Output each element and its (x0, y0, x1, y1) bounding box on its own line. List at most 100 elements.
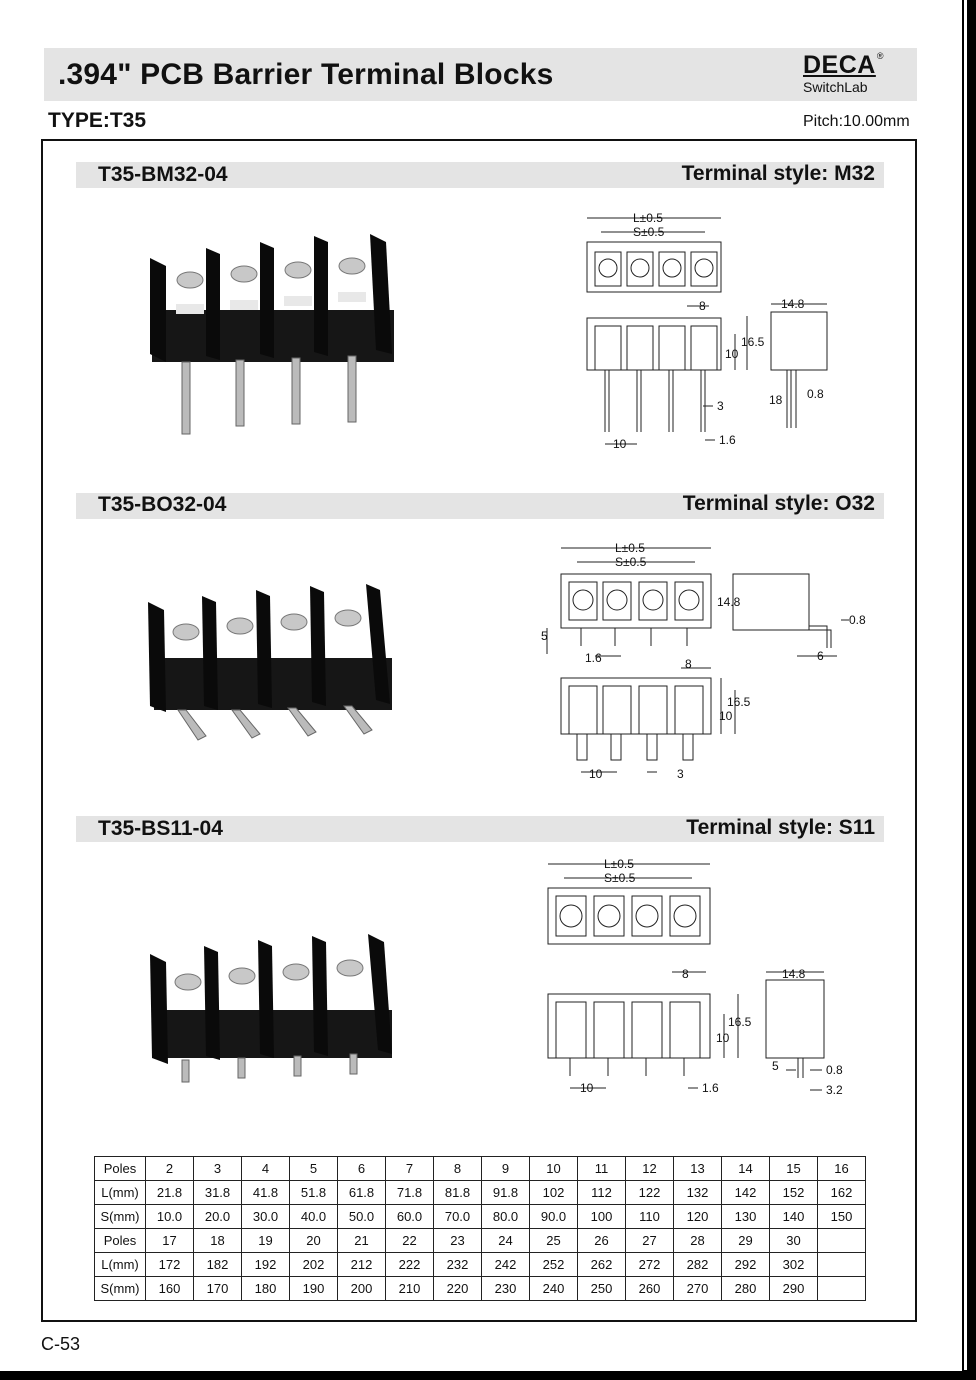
page-title: .394" PCB Barrier Terminal Blocks (58, 58, 554, 91)
dim-body: 10 (719, 709, 733, 723)
table-cell: 30.0 (241, 1204, 290, 1229)
dim-pin-width: 0.8 (807, 387, 824, 401)
table-cell: 160 (145, 1276, 194, 1301)
dim-pin-length: 5 (772, 1059, 779, 1073)
type-label: TYPE:T35 (48, 109, 147, 132)
table-cell: 290 (769, 1276, 818, 1301)
dim-pin-thickness: 3 (717, 399, 724, 413)
table-cell: 51.8 (289, 1180, 338, 1205)
table-cell: 190 (289, 1276, 338, 1301)
table-cell: 23 (433, 1228, 482, 1253)
table-cell: 180 (241, 1276, 290, 1301)
terminal-block-render (148, 584, 392, 741)
table-cell: 31.8 (193, 1180, 242, 1205)
table-cell: 19 (241, 1228, 290, 1253)
table-cell: 252 (529, 1252, 578, 1277)
table-cell: 30 (769, 1228, 818, 1253)
table-row-header: L(mm) (94, 1252, 146, 1277)
dim-depth: 14.8 (781, 297, 805, 311)
table-cell: 230 (481, 1276, 530, 1301)
table-cell: 222 (385, 1252, 434, 1277)
table-cell: 20.0 (193, 1204, 242, 1229)
table-cell: 302 (769, 1252, 818, 1277)
section-style-bo32: Terminal style: O32 (682, 492, 875, 515)
dim-pin-width: 0.8 (826, 1063, 843, 1077)
section-header-bo32 (76, 493, 884, 519)
table-cell: 242 (481, 1252, 530, 1277)
table-cell: 130 (721, 1204, 770, 1229)
brand-logo: DECA® SwitchLab (803, 51, 883, 95)
table-cell: 40.0 (289, 1204, 338, 1229)
table-cell: 27 (625, 1228, 674, 1253)
table-cell: 6 (337, 1156, 386, 1181)
table-cell: 202 (289, 1252, 338, 1277)
table-cell: 15 (769, 1156, 818, 1181)
table-cell: 61.8 (337, 1180, 386, 1205)
table-row-header: Poles (94, 1228, 146, 1253)
dim-height: 16.5 (741, 335, 765, 349)
terminal-block-render (150, 934, 392, 1083)
table-row-header: S(mm) (94, 1276, 146, 1301)
table-cell: 10 (529, 1156, 578, 1181)
content-frame (41, 139, 917, 1322)
table-cell: 11 (577, 1156, 626, 1181)
table-cell: 18 (193, 1228, 242, 1253)
dimension-drawing-bo32: L±0.5 S±0.5 14.8 0.8 6 5 1.6 8 16.5 10 1… (541, 541, 866, 781)
table-cell: 10.0 (145, 1204, 194, 1229)
dim-pin-thickness: 3 (677, 767, 684, 781)
section-style-bs11: Terminal style: S11 (686, 816, 875, 839)
table-cell (817, 1276, 866, 1301)
table-row-header: S(mm) (94, 1204, 146, 1229)
table-cell: 262 (577, 1252, 626, 1277)
dim-L: L±0.5 (604, 857, 634, 871)
page-number: C-53 (41, 1334, 81, 1354)
dim-S: S±0.5 (604, 871, 636, 885)
table-cell: 21 (337, 1228, 386, 1253)
table-cell: 28 (673, 1228, 722, 1253)
table-cell: 14 (721, 1156, 770, 1181)
pitch-label: Pitch:10.00mm (803, 113, 910, 130)
table-cell: 142 (721, 1180, 770, 1205)
table-cell: 260 (625, 1276, 674, 1301)
dim-pin-diameter: 1.6 (702, 1081, 719, 1095)
table-cell: 22 (385, 1228, 434, 1253)
table-cell: 162 (817, 1180, 866, 1205)
dim-L: L±0.5 (633, 211, 663, 225)
table-cell: 50.0 (337, 1204, 386, 1229)
table-cell: 71.8 (385, 1180, 434, 1205)
table-row-header: Poles (94, 1156, 146, 1181)
table-cell: 9 (481, 1156, 530, 1181)
table-cell: 24 (481, 1228, 530, 1253)
table-cell: 21.8 (145, 1180, 194, 1205)
title-band (44, 48, 917, 101)
table-cell: 16 (817, 1156, 866, 1181)
table-cell (817, 1228, 866, 1253)
dim-pitch: 8 (682, 967, 689, 981)
table-cell: 102 (529, 1180, 578, 1205)
table-cell: 172 (145, 1252, 194, 1277)
dim-body: 10 (725, 347, 739, 361)
table-cell: 81.8 (433, 1180, 482, 1205)
section-model-bs11: T35-BS11-04 (98, 817, 223, 840)
table-cell: 25 (529, 1228, 578, 1253)
section-model-bo32: T35-BO32-04 (98, 493, 227, 516)
table-cell: 4 (241, 1156, 290, 1181)
table-cell: 26 (577, 1228, 626, 1253)
table-cell: 120 (673, 1204, 722, 1229)
table-cell (817, 1252, 866, 1277)
dim-spacing: 10 (613, 437, 627, 451)
table-cell: 212 (337, 1252, 386, 1277)
table-cell: 200 (337, 1276, 386, 1301)
product-photo-bo32 (148, 584, 392, 741)
table-cell: 270 (673, 1276, 722, 1301)
table-cell: 100 (577, 1204, 626, 1229)
dimension-drawing-bm32: L±0.5 S±0.5 8 16.5 10 14.8 18 0.8 3 10 1… (586, 211, 828, 451)
table-cell: 80.0 (481, 1204, 530, 1229)
table-cell: 182 (193, 1252, 242, 1277)
table-cell: 140 (769, 1204, 818, 1229)
dim-lead: 5 (541, 629, 548, 643)
product-photo-bm32 (150, 234, 394, 435)
